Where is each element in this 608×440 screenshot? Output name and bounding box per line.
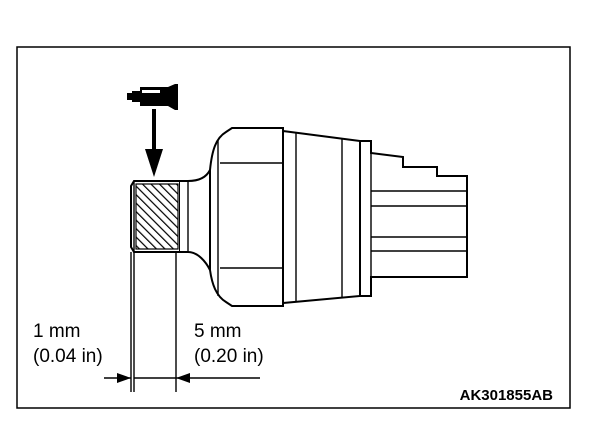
thread-section	[130, 180, 181, 253]
sealant-applied-area	[135, 183, 179, 250]
right-dimension-value: 5 mm	[194, 321, 242, 342]
left-dimension-imperial: (0.04 in)	[33, 346, 103, 367]
figure-frame	[16, 46, 571, 409]
connector	[359, 140, 468, 297]
left-dimension-value: 1 mm	[33, 321, 81, 342]
sealant-tube-icon	[127, 84, 178, 110]
dimension-lines	[104, 252, 260, 392]
right-dimension-imperial: (0.20 in)	[194, 346, 264, 367]
fitting-neck	[180, 169, 211, 271]
figure-code: AK301855AB	[460, 387, 554, 404]
fitting-nut	[209, 127, 284, 307]
down-arrow-icon	[145, 109, 163, 177]
fitting-body	[282, 129, 361, 305]
dimension-arrow-left	[117, 373, 131, 383]
